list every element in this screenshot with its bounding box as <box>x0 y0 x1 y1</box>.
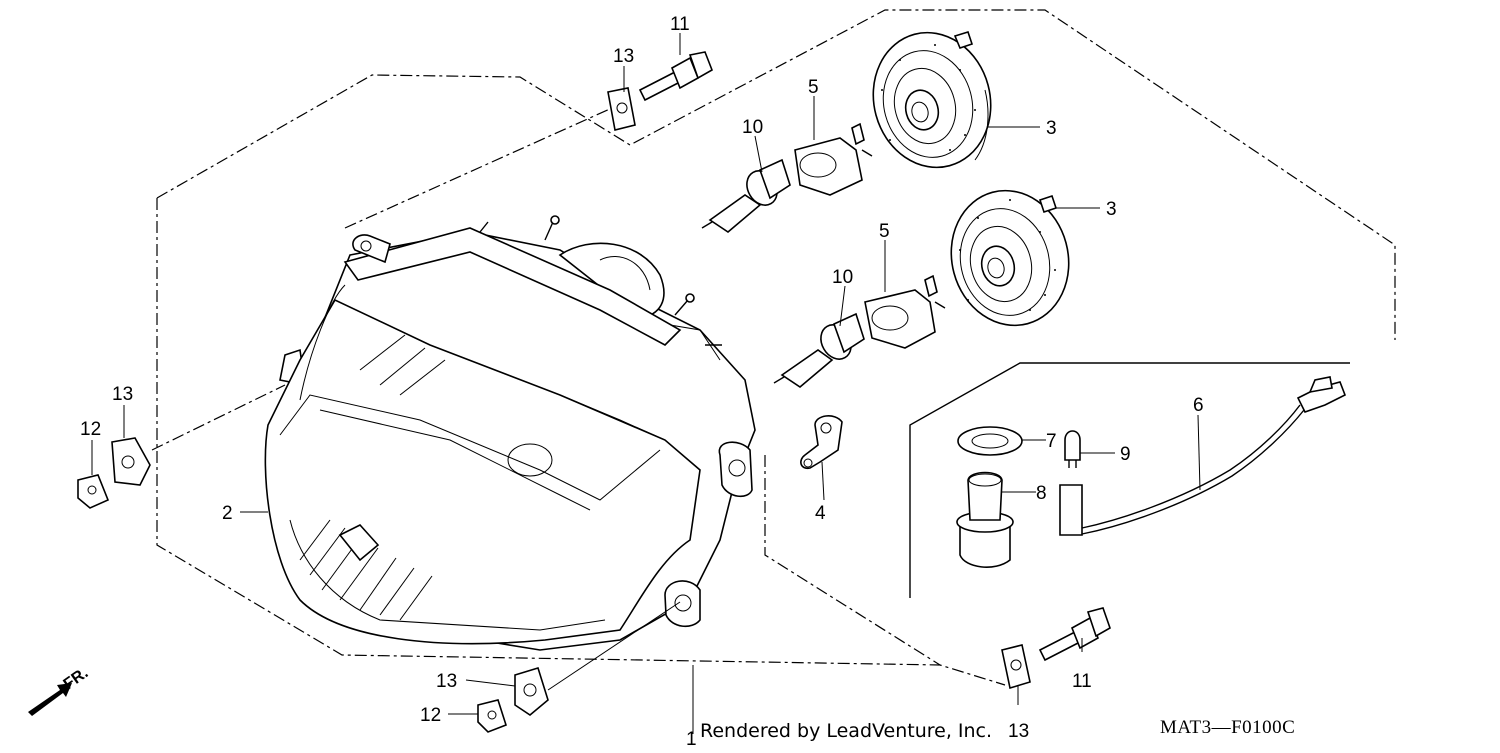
position-rubber <box>957 426 1023 456</box>
leader-lines <box>91 33 1201 734</box>
bulb-cover-lower <box>950 189 1070 327</box>
mounting-bolt-lower <box>1038 607 1111 662</box>
callout-8: 8 <box>1036 483 1047 504</box>
sub-harness <box>1059 376 1347 536</box>
mounting-bolt-upper <box>638 51 713 102</box>
callout-1: 1 <box>686 729 697 748</box>
collar-nut-bottom <box>477 699 507 733</box>
position-bulb <box>1064 430 1081 468</box>
rubber-mount-bottom <box>514 667 549 716</box>
headlight-bulb-lower <box>773 312 865 388</box>
rubber-mount-right <box>1001 644 1031 690</box>
callout-13-right: 13 <box>1008 721 1029 742</box>
rubber-mount-top <box>607 87 636 131</box>
callout-13-upper: 13 <box>613 46 634 67</box>
callout-2: 2 <box>222 503 233 524</box>
callout-12-left: 12 <box>80 419 101 440</box>
render-credit: Rendered by LeadVenture, Inc. <box>700 720 992 742</box>
front-direction-indicator: FR. <box>28 665 91 716</box>
ground-terminal <box>800 415 843 470</box>
bulb-cover-upper <box>872 31 992 169</box>
callout-5-lower: 5 <box>879 221 890 242</box>
diagram-code: MAT3—F0100C <box>1160 717 1295 738</box>
cover-texture <box>881 44 1056 311</box>
assembly-boundary <box>151 9 1396 686</box>
callout-13-left: 13 <box>112 384 133 405</box>
collar-nut-left <box>77 474 110 509</box>
callout-labels: 11 13 5 10 3 3 5 10 6 7 9 8 4 13 12 2 13… <box>80 14 1204 750</box>
headlight-bulb-upper <box>701 158 791 233</box>
callout-9: 9 <box>1120 444 1131 465</box>
callout-5-upper: 5 <box>808 77 819 98</box>
bulb-socket-upper <box>794 122 873 196</box>
callout-3-lower: 3 <box>1106 199 1117 220</box>
position-socket <box>956 471 1014 568</box>
callout-10-upper: 10 <box>742 117 763 138</box>
callout-10-lower: 10 <box>832 267 853 288</box>
callout-13-bottom: 13 <box>436 671 457 692</box>
callout-4: 4 <box>815 503 826 524</box>
bulb-socket-lower <box>864 274 946 349</box>
headlight-lens <box>264 284 701 645</box>
callout-7: 7 <box>1046 431 1057 452</box>
callout-3-upper: 3 <box>1046 118 1057 139</box>
callout-11-lower: 11 <box>1072 671 1092 692</box>
callout-6: 6 <box>1193 395 1204 416</box>
callout-11-upper: 11 <box>670 14 690 35</box>
rubber-mount-left <box>111 437 151 486</box>
position-lamp-frame <box>909 362 1350 598</box>
callout-12-bottom: 12 <box>420 705 441 726</box>
